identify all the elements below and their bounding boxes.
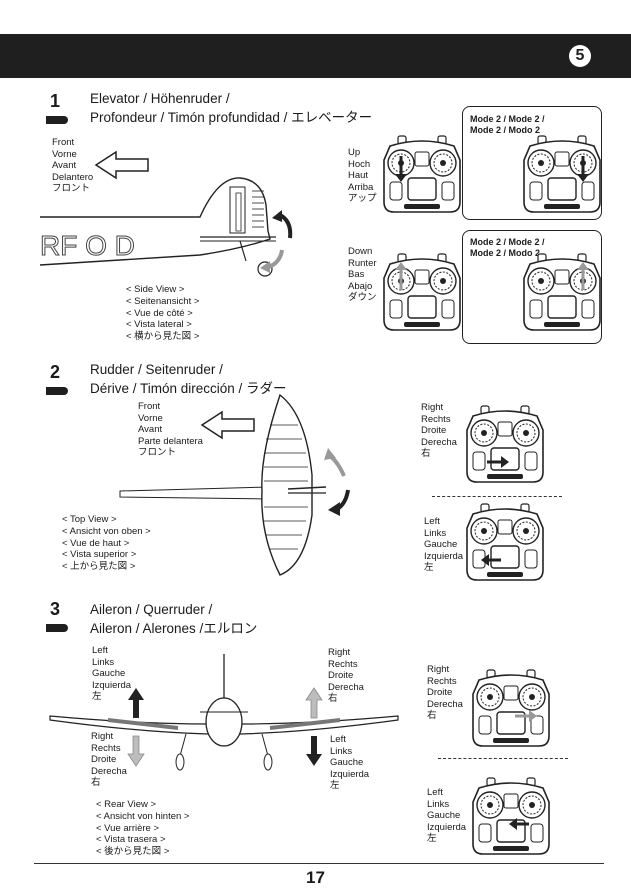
curved-arrow-down-icon <box>260 249 284 273</box>
aileron-down-arrow-left-icon <box>127 735 145 767</box>
transmitter-aileron-left <box>472 777 550 855</box>
rear-view-plane-illustration <box>49 654 399 771</box>
transmitter-mode2-down <box>523 253 601 331</box>
aileron-up-arrow-right-icon <box>305 687 323 719</box>
transmitter-mode2-up <box>523 135 601 213</box>
step-2-views: < Top View >< Ansicht von oben >< Vue de… <box>62 514 151 573</box>
step-badge: 5 <box>569 45 591 67</box>
step-1-title: Elevator / Höhenruder / Profondeur / Tim… <box>90 91 373 125</box>
transmitter-down <box>383 253 461 331</box>
rudder-arrow-grey-icon <box>324 448 346 477</box>
front-arrow-icon <box>200 410 255 440</box>
transmitter-up <box>383 135 461 213</box>
footer-rule <box>34 863 604 864</box>
transmitter-rudder-right <box>466 405 544 483</box>
step-3-title: Aileron / Querruder / Aileron / Alerones… <box>90 602 258 636</box>
step-marker-2 <box>46 387 68 395</box>
step-2-divider <box>432 496 562 497</box>
aileron-up-arrow-left-icon <box>128 688 144 718</box>
step-3-views: < Rear View >< Ansicht von hinten >< Vue… <box>96 799 190 858</box>
fuselage-letters: RF O D <box>40 230 135 261</box>
rudder-arrow-dark-icon <box>328 489 350 516</box>
step-number-3: 3 <box>50 599 61 619</box>
step-marker-3 <box>46 624 68 632</box>
step-2-title: Rudder / Seitenruder / Dérive / Timón di… <box>90 362 287 396</box>
step-number-1: 1 <box>50 91 61 111</box>
side-view-tail-illustration: RF O D <box>40 177 276 277</box>
step-3-divider <box>438 758 568 759</box>
transmitter-rudder-left <box>466 503 544 581</box>
aileron-down-arrow-right-icon <box>306 736 322 766</box>
mode-2-label-up: Mode 2 / Mode 2 /Mode 2 / Modo 2 <box>470 114 545 135</box>
header-bar <box>0 34 631 78</box>
mode-2-label-down: Mode 2 / Mode 2 /Mode 2 / Modo 2 <box>470 237 545 258</box>
transmitter-aileron-right <box>472 669 550 747</box>
front-arrow-icon <box>94 150 149 180</box>
step-number-2: 2 <box>50 362 61 382</box>
curved-arrow-up-icon <box>272 210 293 239</box>
top-view-tail-illustration <box>119 393 327 576</box>
step-marker-1 <box>46 116 68 124</box>
step-1-views: < Side View >< Seitenansicht >< Vue de c… <box>126 284 200 343</box>
page-number: 17 <box>306 868 325 887</box>
